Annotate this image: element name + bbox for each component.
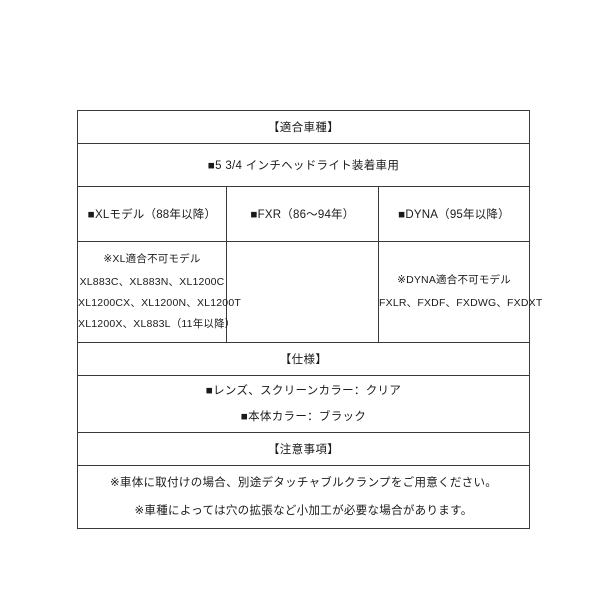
table-row-fitment-heading: 【適合車種】 — [76, 110, 531, 144]
xl-exclusion-line-3: XL1200X、XL883L（11年以降） — [78, 318, 236, 330]
table-row-spec-lines: ■レンズ、スクリーンカラー：クリア ■本体カラー：ブラック — [76, 375, 531, 433]
caution-heading-cell: 【注意事項】 — [76, 432, 531, 466]
fxr-exclusion-cell — [226, 241, 379, 343]
dyna-exclusion-line-1: FXLR、FXDF、FXDWG、FXDXT — [379, 297, 543, 309]
model-column-xl-header: ■XLモデル（88年以降） — [77, 186, 227, 242]
table-row-spec-heading: 【仕様】 — [76, 342, 531, 376]
caution-line-1: ※車体に取付けの場合、別途デタッチャブルクランプをご用意ください。 — [109, 477, 498, 489]
table-row-caution-heading: 【注意事項】 — [76, 432, 531, 466]
table-row-caution-lines: ※車体に取付けの場合、別途デタッチャブルクランプをご用意ください。 ※車種によっ… — [76, 465, 531, 529]
xl-exclusion-heading: ※XL適合不可モデル — [103, 253, 201, 265]
dyna-exclusion-cell: ※DYNA適合不可モデル FXLR、FXDF、FXDWG、FXDXT — [377, 241, 543, 343]
dyna-exclusion-heading: ※DYNA適合不可モデル — [397, 274, 511, 286]
spec-line-1: ■レンズ、スクリーンカラー：クリア — [205, 385, 402, 397]
xl-exclusion-line-1: XL883C、XL883N、XL1200C — [79, 276, 225, 288]
compatibility-spec-table: 【適合車種】 ■5 3/4 インチヘッドライト装着車用 ■XLモデル（88年以降… — [76, 110, 543, 529]
caution-lines-cell: ※車体に取付けの場合、別途デタッチャブルクランプをご用意ください。 ※車種によっ… — [76, 465, 531, 529]
spec-heading-cell: 【仕様】 — [76, 342, 531, 376]
fitment-heading-cell: 【適合車種】 — [76, 110, 531, 144]
table-row-headlight-note: ■5 3/4 インチヘッドライト装着車用 — [76, 143, 531, 187]
headlight-note-cell: ■5 3/4 インチヘッドライト装着車用 — [76, 143, 531, 187]
caution-line-2: ※車種によっては穴の拡張など小加工が必要な場合があります。 — [134, 505, 473, 517]
table-row-exclusions: ※XL適合不可モデル XL883C、XL883N、XL1200C XL1200C… — [77, 241, 543, 343]
spec-line-2: ■本体カラー：ブラック — [240, 411, 367, 423]
table-row-model-headers: ■XLモデル（88年以降） ■FXR（86〜94年） ■DYNA（95年以降） — [77, 186, 531, 242]
model-column-fxr-header: ■FXR（86〜94年） — [226, 186, 379, 242]
model-column-dyna-header: ■DYNA（95年以降） — [377, 186, 531, 242]
xl-exclusion-line-2: XL1200CX、XL1200N、XL1200T — [78, 297, 241, 309]
xl-exclusion-cell: ※XL適合不可モデル XL883C、XL883N、XL1200C XL1200C… — [77, 241, 241, 343]
spec-lines-cell: ■レンズ、スクリーンカラー：クリア ■本体カラー：ブラック — [76, 375, 531, 433]
